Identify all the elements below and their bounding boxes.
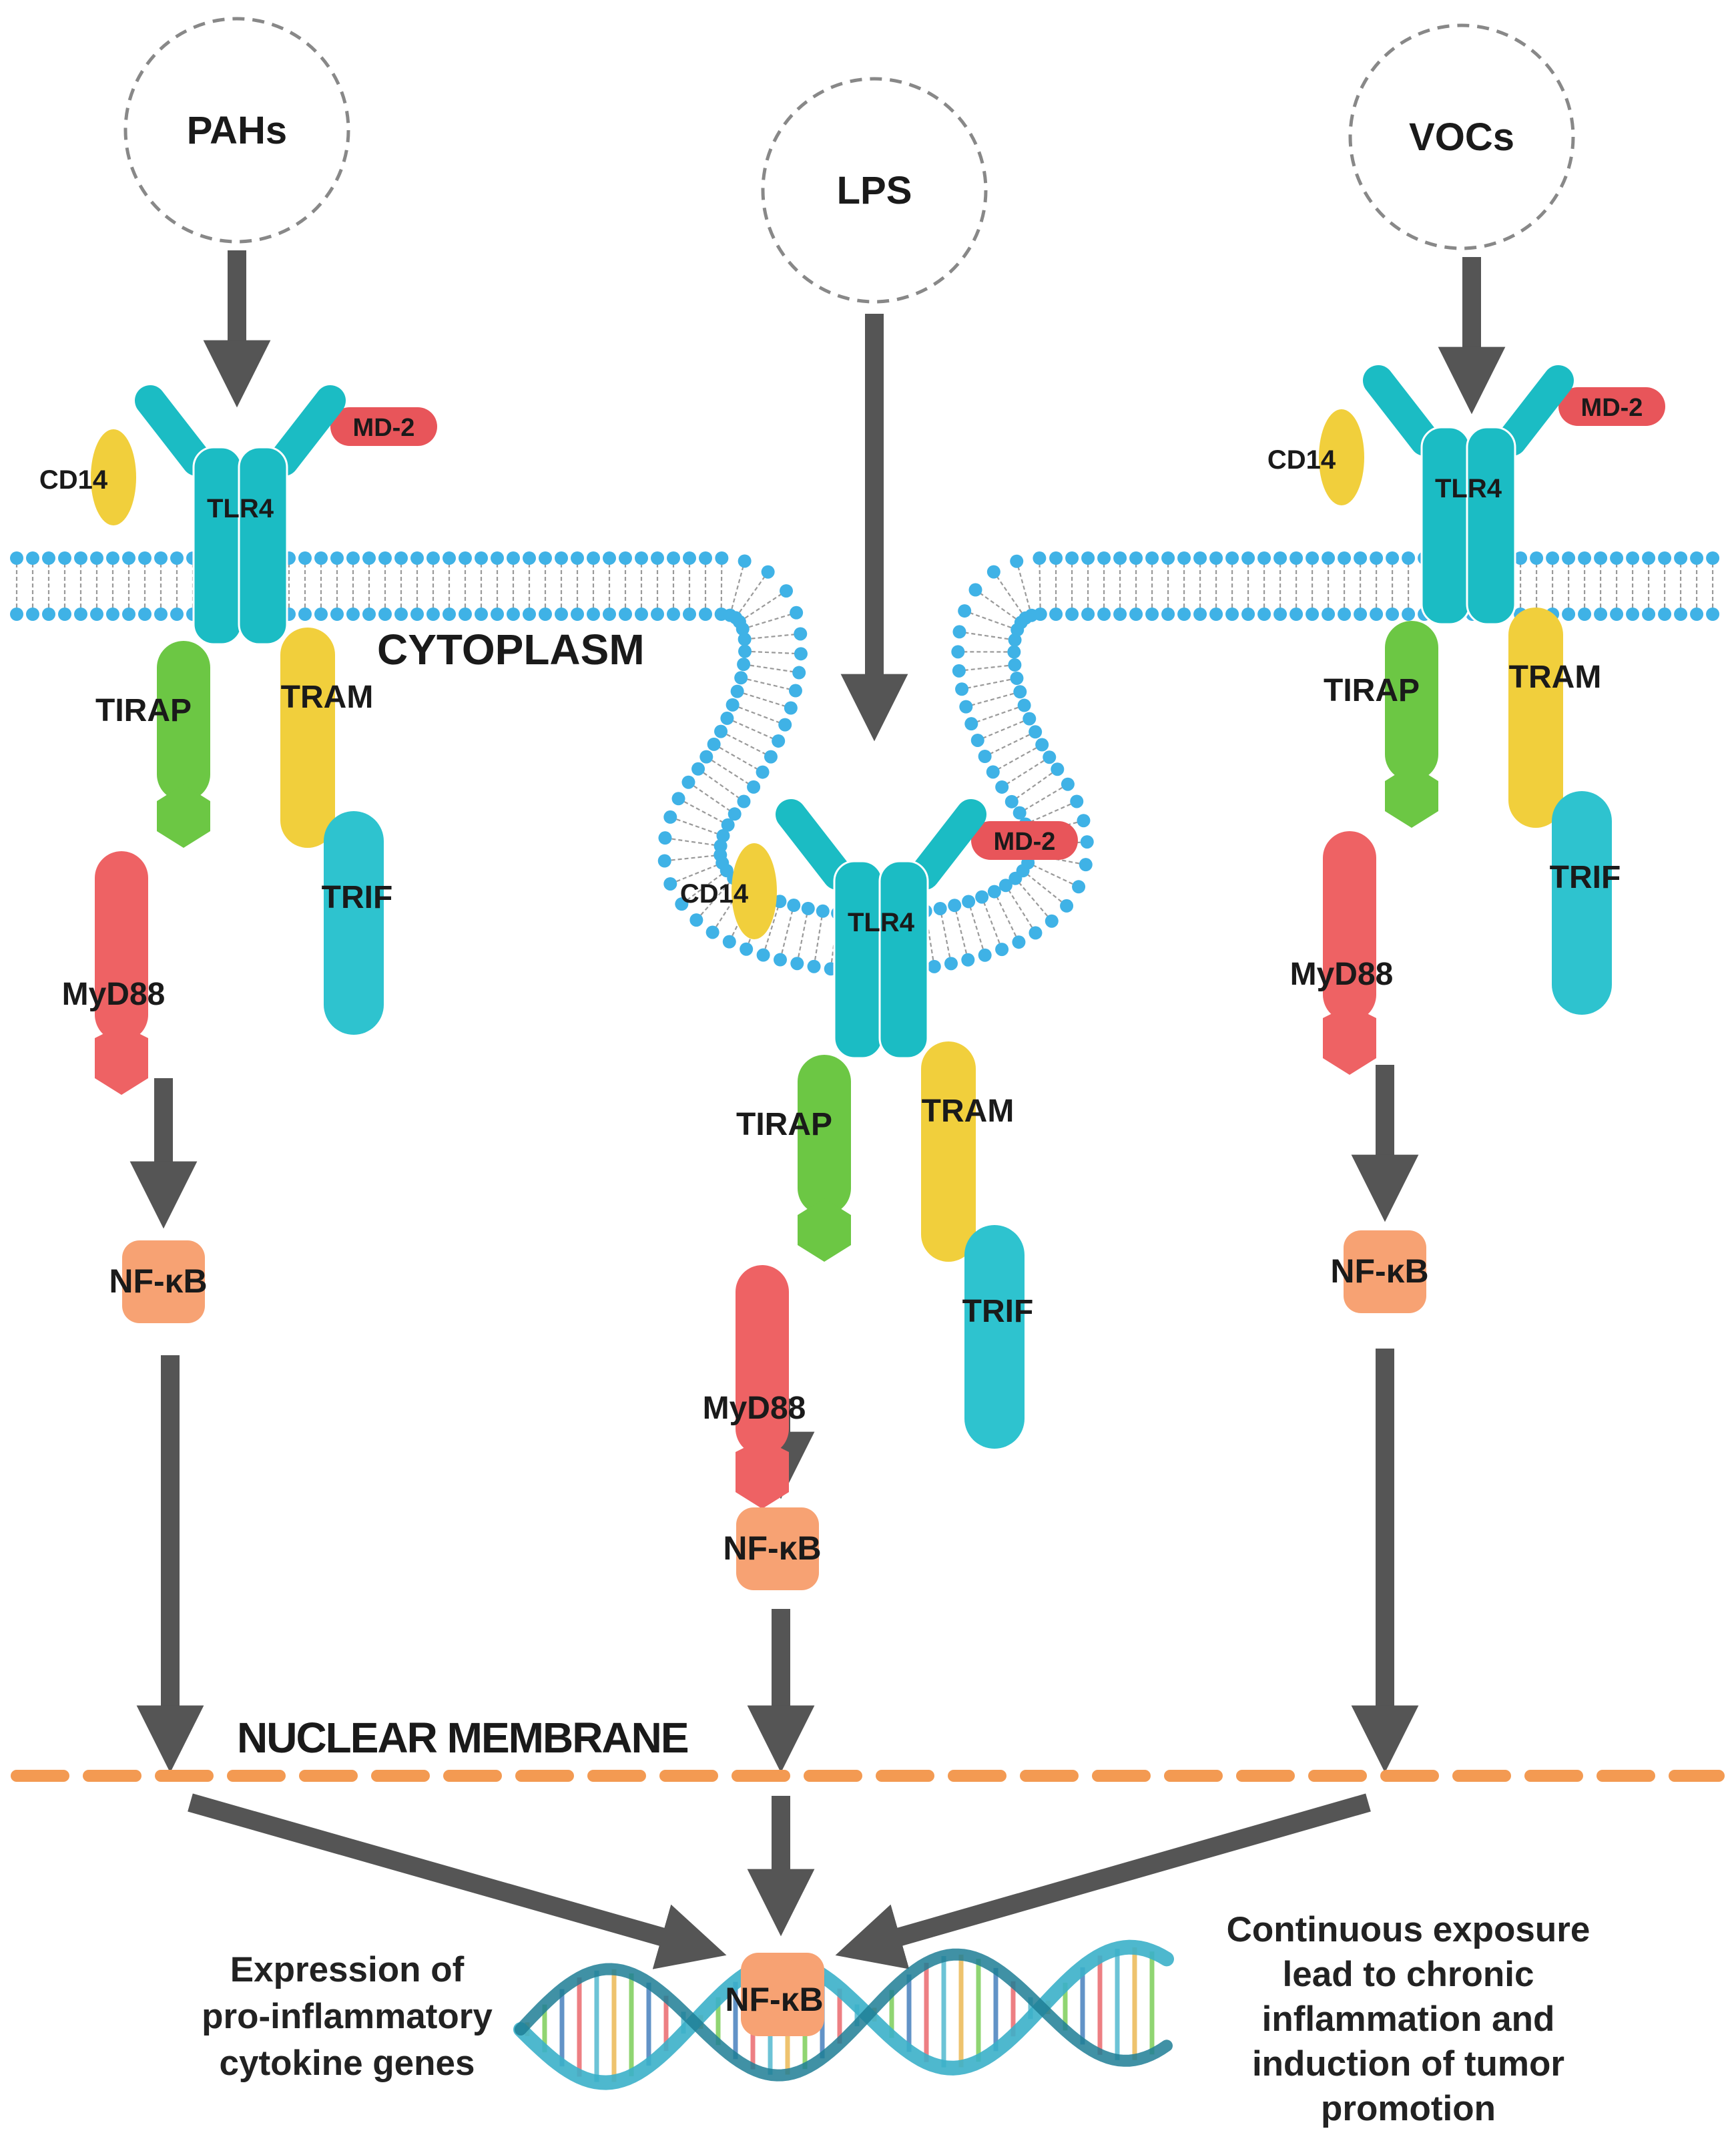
arrow-right-to-dna bbox=[835, 1793, 1371, 1969]
caption-right-line-3: inflammation and bbox=[1262, 1999, 1555, 2039]
trif-label-center: TRIF bbox=[962, 1294, 1034, 1329]
nfkb-nuclear: NF-κB bbox=[725, 1953, 824, 2036]
tram-label-left: TRAM bbox=[281, 680, 374, 715]
md2-label-center: MD-2 bbox=[994, 828, 1056, 856]
ligand-pahs-label: PAHs bbox=[187, 109, 287, 152]
nfkb-nuclear-label: NF-κB bbox=[725, 1981, 823, 2018]
nfkb-label-center: NF-κB bbox=[723, 1529, 821, 1567]
tirap-right: TIRAP bbox=[1324, 621, 1438, 828]
tram-left: TRAM bbox=[280, 628, 373, 848]
arrow-left-to-dna bbox=[188, 1793, 727, 1969]
nfkb-right: NF-κB bbox=[1330, 1230, 1429, 1313]
nuclear-membrane-label: NUCLEAR MEMBRANE bbox=[237, 1714, 688, 1762]
myd88-label-center: MyD88 bbox=[703, 1391, 806, 1426]
caption-right-line-4: induction of tumor bbox=[1252, 2044, 1564, 2084]
nfkb-label-left: NF-κB bbox=[109, 1262, 207, 1300]
dna-helix bbox=[513, 1939, 1174, 2090]
cd14-center: CD14 bbox=[680, 843, 777, 939]
myd88-left: MyD88 bbox=[62, 851, 166, 1095]
nfkb-center: NF-κB bbox=[723, 1507, 822, 1590]
md2-label-left: MD-2 bbox=[353, 414, 415, 442]
caption-left-line-3: cytokine genes bbox=[220, 2044, 475, 2083]
caption-right: Continuous exposure lead to chronic infl… bbox=[1227, 1910, 1590, 2128]
caption-right-line-2: lead to chronic bbox=[1283, 1955, 1534, 1994]
caption-left: Expression of pro-inflammatory cytokine … bbox=[202, 1950, 493, 2083]
caption-right-line-5: promotion bbox=[1321, 2089, 1496, 2128]
tram-right: TRAM bbox=[1508, 608, 1601, 828]
cd14-left: CD14 bbox=[39, 429, 136, 525]
ligand-vocs-label: VOCs bbox=[1409, 115, 1514, 159]
tirap-left: TIRAP bbox=[95, 641, 210, 848]
ligand-lps-label: LPS bbox=[837, 169, 912, 212]
tlr4-label-right: TLR4 bbox=[1435, 474, 1502, 503]
md2-label-right: MD-2 bbox=[1581, 394, 1643, 422]
caption-left-line-2: pro-inflammatory bbox=[202, 1997, 493, 2036]
cd14-label-right: CD14 bbox=[1267, 445, 1336, 475]
tlr4-right: TLR4 bbox=[1363, 365, 1574, 626]
myd88-label-left: MyD88 bbox=[62, 977, 166, 1012]
cd14-right: CD14 bbox=[1267, 409, 1364, 505]
trif-center: TRIF bbox=[962, 1225, 1034, 1449]
trif-label-left: TRIF bbox=[322, 880, 393, 915]
tirap-label-left: TIRAP bbox=[95, 693, 192, 728]
myd88-right: MyD88 bbox=[1290, 831, 1394, 1075]
trif-label-right: TRIF bbox=[1550, 860, 1621, 895]
tlr4-label-center: TLR4 bbox=[848, 908, 915, 937]
caption-right-line-1: Continuous exposure bbox=[1227, 1910, 1590, 1949]
ligand-lps: LPS bbox=[761, 77, 988, 304]
tlr4-center: TLR4 bbox=[776, 799, 986, 1059]
tirap-label-right: TIRAP bbox=[1324, 673, 1420, 708]
myd88-label-right: MyD88 bbox=[1290, 957, 1394, 992]
tlr4-left: TLR4 bbox=[135, 385, 346, 646]
tram-label-center: TRAM bbox=[922, 1094, 1015, 1129]
trif-right: TRIF bbox=[1550, 791, 1621, 1015]
caption-left-line-1: Expression of bbox=[230, 1950, 465, 1989]
tlr4-label-left: TLR4 bbox=[207, 494, 274, 523]
cd14-label-center: CD14 bbox=[680, 879, 749, 909]
ligand-vocs: VOCs bbox=[1348, 23, 1575, 250]
cytoplasm-label: CYTOPLASM bbox=[377, 626, 645, 674]
tirap-label-center: TIRAP bbox=[736, 1107, 832, 1142]
tirap-center: TIRAP bbox=[736, 1055, 851, 1262]
nfkb-label-right: NF-κB bbox=[1330, 1252, 1428, 1290]
tram-center: TRAM bbox=[921, 1041, 1014, 1262]
nfkb-left: NF-κB bbox=[109, 1240, 208, 1323]
ligand-pahs: PAHs bbox=[123, 17, 350, 244]
trif-left: TRIF bbox=[322, 811, 393, 1035]
md2-center: MD-2 bbox=[971, 821, 1078, 860]
cd14-label-left: CD14 bbox=[39, 465, 108, 495]
md2-left: MD-2 bbox=[330, 407, 437, 446]
md2-right: MD-2 bbox=[1558, 387, 1665, 426]
tram-label-right: TRAM bbox=[1509, 660, 1602, 695]
myd88-center: MyD88 bbox=[703, 1265, 806, 1509]
